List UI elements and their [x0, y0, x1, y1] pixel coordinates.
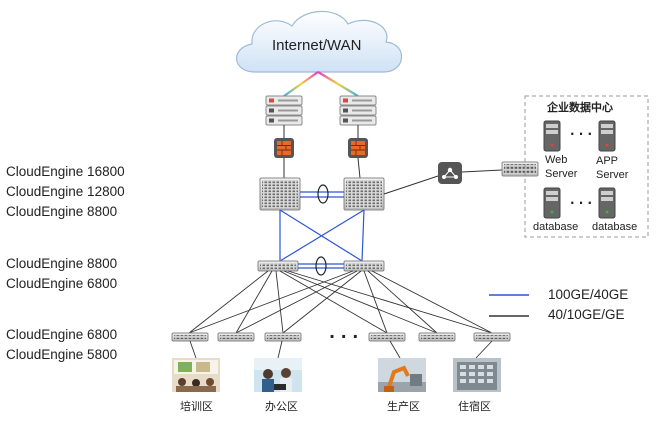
- datacenter-title: 企业数据中心: [547, 101, 613, 114]
- firewall-right: [348, 138, 368, 158]
- dc-ellipsis-top: · · ·: [570, 127, 593, 141]
- access-switch: [264, 332, 302, 342]
- gateway-router: [438, 162, 462, 184]
- legend-label-40ge: 40/10GE/GE: [548, 307, 625, 322]
- zone-drops: [189, 340, 493, 359]
- zone-photo-dormitory: [453, 358, 501, 392]
- agg-switch-right: [343, 260, 385, 272]
- web-server-label-2: Server: [545, 168, 578, 180]
- zone-label-dormitory: 住宿区: [458, 400, 491, 413]
- datacenter-box: [524, 95, 649, 238]
- legend-label-100ge: 100GE/40GE: [548, 287, 629, 302]
- router-right: [339, 95, 377, 126]
- core-switch-right: [343, 177, 385, 211]
- database-icon-1: [543, 187, 561, 219]
- database-icon-2: [598, 187, 616, 219]
- access-switch: [368, 332, 406, 342]
- zone-label-production: 生产区: [387, 400, 420, 413]
- core-stack-link: [300, 184, 344, 204]
- web-server-icon: [543, 120, 561, 152]
- access-tier-label-2: CloudEngine 5800: [6, 347, 118, 362]
- wan-uplinks: [283, 71, 359, 97]
- app-server-icon: [598, 120, 616, 152]
- legend: [489, 294, 529, 317]
- cloud-label: Internet/WAN: [272, 37, 362, 54]
- router-left: [265, 95, 303, 126]
- access-ellipsis: · · ·: [329, 327, 359, 346]
- access-switch: [217, 332, 255, 342]
- core-tier-label-1: CloudEngine 16800: [6, 164, 125, 179]
- zone-photo-production: [378, 358, 426, 392]
- access-switch: [171, 332, 209, 342]
- firewall-left: [274, 138, 294, 158]
- core-switch-left: [259, 177, 301, 211]
- cloud-internet-wan: [236, 10, 403, 73]
- dc-ellipsis-bottom: · · ·: [570, 196, 593, 210]
- agg-stack-link: [298, 256, 344, 276]
- agg-switch-left: [257, 260, 299, 272]
- database-label-1: database: [533, 221, 579, 233]
- agg-tier-label-1: CloudEngine 8800: [6, 256, 118, 271]
- app-server-label-1: APP: [596, 155, 619, 167]
- zone-label-training: 培训区: [180, 400, 213, 413]
- core-aggregation-links: [279, 209, 365, 262]
- agg-tier-label-2: CloudEngine 6800: [6, 276, 118, 291]
- access-switch: [418, 332, 456, 342]
- dc-uplink: [383, 169, 503, 195]
- zone-photo-training: [172, 358, 220, 392]
- zone-label-office: 办公区: [265, 400, 298, 413]
- app-server-label-2: Server: [596, 169, 629, 181]
- access-tier-label-1: CloudEngine 6800: [6, 327, 118, 342]
- zone-photo-office: [254, 358, 302, 392]
- dc-switch: [501, 161, 539, 177]
- access-switch: [473, 332, 511, 342]
- access-links: [188, 270, 493, 334]
- web-server-label-1: Web: [545, 154, 568, 166]
- core-tier-label-3: CloudEngine 8800: [6, 204, 118, 219]
- core-tier-label-2: CloudEngine 12800: [6, 184, 125, 199]
- database-label-2: database: [592, 221, 638, 233]
